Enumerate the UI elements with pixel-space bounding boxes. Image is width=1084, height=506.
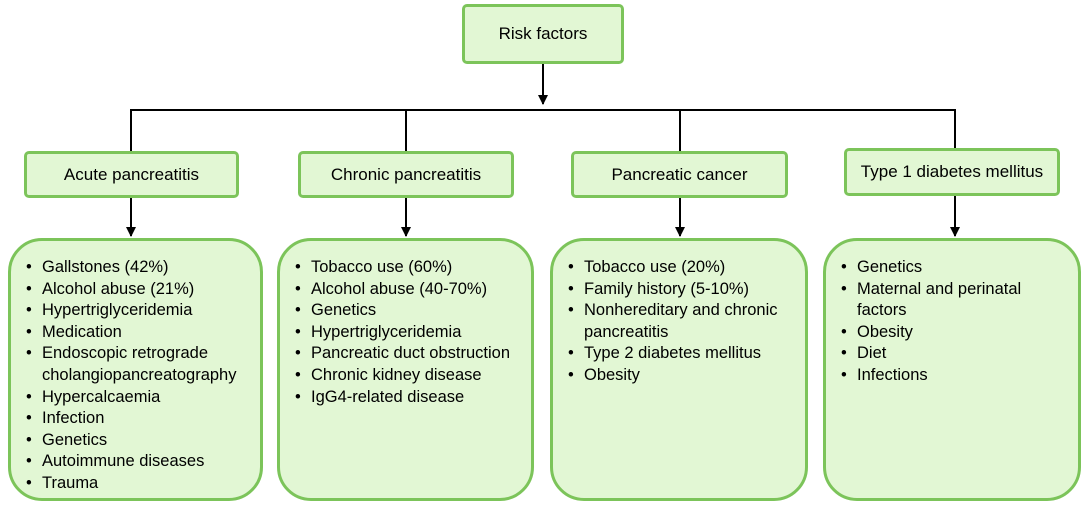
list-item: Gallstones (42%): [25, 257, 250, 279]
risk-factor-list: Genetics Maternal and perinatal factors …: [840, 257, 1068, 387]
list-item: Alcohol abuse (40-70%): [294, 279, 521, 301]
list-item: Maternal and perinatal factors: [840, 279, 1068, 322]
list-box-chronic-pancreatitis: Tobacco use (60%) Alcohol abuse (40-70%)…: [277, 238, 534, 501]
list-item: Diet: [840, 343, 1068, 365]
root-label: Risk factors: [498, 24, 588, 43]
list-item: Hypercalcaemia: [25, 387, 250, 409]
list-item: Obesity: [840, 322, 1068, 344]
category-box-acute-pancreatitis: Acute pancreatitis: [24, 151, 239, 198]
list-item: Obesity: [567, 365, 795, 387]
list-item: Infection: [25, 408, 250, 430]
list-item: Alcohol abuse (21%): [25, 279, 250, 301]
list-item: Tobacco use (20%): [567, 257, 795, 279]
category-title: Type 1 diabetes mellitus: [860, 162, 1044, 181]
list-item: Medication: [25, 322, 250, 344]
risk-factor-list: Tobacco use (60%) Alcohol abuse (40-70%)…: [294, 257, 521, 408]
root-box: Risk factors: [462, 4, 624, 64]
list-item: Tobacco use (60%): [294, 257, 521, 279]
list-item: Genetics: [294, 300, 521, 322]
list-item: Genetics: [840, 257, 1068, 279]
risk-factor-list: Gallstones (42%) Alcohol abuse (21%) Hyp…: [25, 257, 250, 495]
list-item: Hypertriglyceridemia: [294, 322, 521, 344]
list-item: Genetics: [25, 430, 250, 452]
category-box-pancreatic-cancer: Pancreatic cancer: [571, 151, 788, 198]
category-title: Pancreatic cancer: [611, 164, 748, 184]
category-box-type1-diabetes: Type 1 diabetes mellitus: [844, 148, 1060, 196]
list-item: Family history (5-10%): [567, 279, 795, 301]
list-item: IgG4-related disease: [294, 387, 521, 409]
list-item: Hypertriglyceridemia: [25, 300, 250, 322]
list-box-pancreatic-cancer: Tobacco use (20%) Family history (5-10%)…: [550, 238, 808, 501]
list-item: Infections: [840, 365, 1068, 387]
category-title: Chronic pancreatitis: [330, 164, 482, 184]
category-box-chronic-pancreatitis: Chronic pancreatitis: [298, 151, 514, 198]
list-item: Nonhereditary and chronic pancreatitis: [567, 300, 795, 343]
list-item: Endoscopic retrograde cholangiopancreato…: [25, 343, 250, 386]
list-item: Chronic kidney disease: [294, 365, 521, 387]
list-box-type1-diabetes: Genetics Maternal and perinatal factors …: [823, 238, 1081, 501]
list-box-acute-pancreatitis: Gallstones (42%) Alcohol abuse (21%) Hyp…: [8, 238, 263, 501]
category-title: Acute pancreatitis: [63, 164, 200, 184]
list-item: Trauma: [25, 473, 250, 495]
list-item: Pancreatic duct obstruction: [294, 343, 521, 365]
risk-factor-list: Tobacco use (20%) Family history (5-10%)…: [567, 257, 795, 387]
list-item: Autoimmune diseases: [25, 451, 250, 473]
list-item: Type 2 diabetes mellitus: [567, 343, 795, 365]
